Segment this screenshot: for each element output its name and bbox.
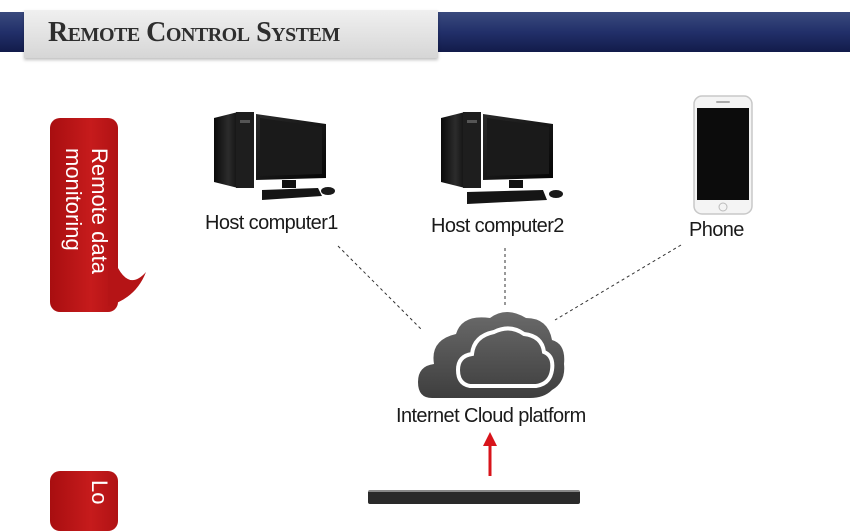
- diagram-canvas: [214, 95, 753, 476]
- host-computer-1-label: Host computer1: [205, 212, 338, 234]
- host-computer-1-icon: [214, 112, 335, 200]
- phone-label: Phone: [689, 219, 744, 241]
- header-tab: [24, 10, 438, 58]
- side-tab-remote-monitoring: [50, 118, 118, 312]
- page-title: Remote Control System: [48, 17, 340, 48]
- host-computer-2-label: Host computer2: [431, 215, 564, 237]
- upload-arrow-icon: [483, 432, 497, 476]
- link-host1-cloud: [337, 245, 423, 331]
- side-tab-tail: [108, 268, 146, 306]
- bottom-device: [368, 490, 580, 504]
- host-computer-2-icon: [441, 112, 563, 204]
- phone-icon: [693, 95, 753, 215]
- side-tab-label: Remote data monitoring: [61, 148, 112, 274]
- link-phone-cloud: [554, 244, 682, 321]
- cloud-icon: [418, 312, 565, 398]
- cloud-label: Internet Cloud platform: [396, 405, 586, 427]
